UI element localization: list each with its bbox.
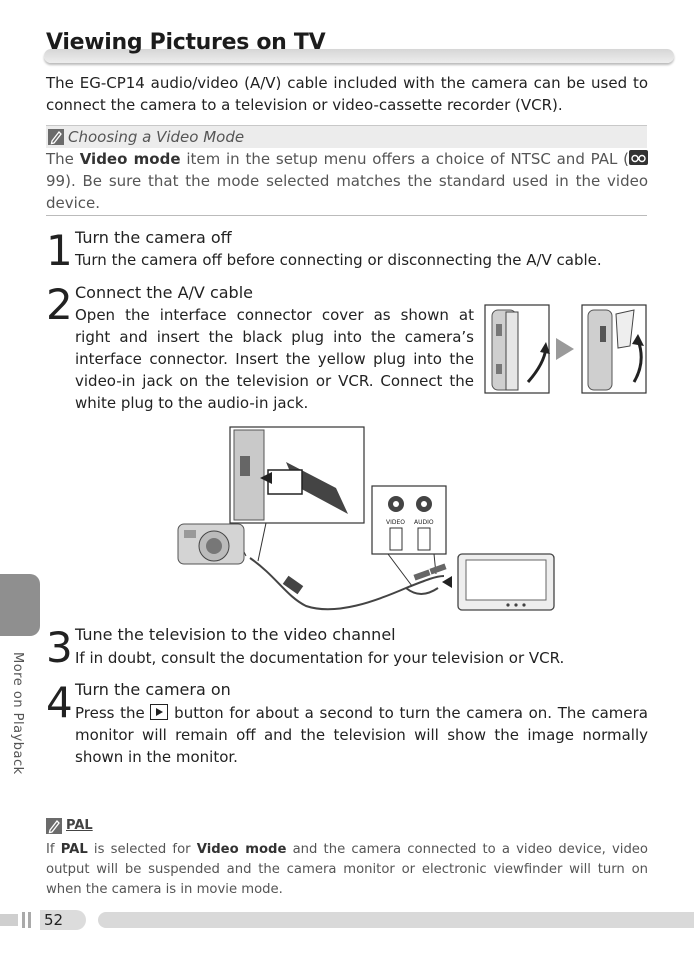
- pal-note-body: If PAL is selected for Video mode and th…: [46, 842, 648, 897]
- page-number-pill: [40, 910, 86, 930]
- step-4-number: 4: [46, 678, 73, 727]
- menu-reference-icon: [629, 150, 648, 165]
- footer-decoration: [0, 912, 31, 928]
- step-4-title: Turn the camera on: [75, 680, 231, 699]
- note-header: Choosing a Video Mode: [46, 125, 647, 148]
- step-4-text: Press the button for about a second to t…: [75, 704, 648, 766]
- side-section-tab: [0, 574, 40, 636]
- note-title: Choosing a Video Mode: [68, 128, 245, 146]
- audio-jack-label: AUDIO: [414, 519, 434, 526]
- connector-cover-illustration: [484, 304, 647, 394]
- step-3-number: 3: [46, 623, 73, 672]
- note-body: The Video mode item in the setup menu of…: [46, 150, 648, 212]
- step-2-number: 2: [46, 280, 73, 329]
- pencil-note-icon: [46, 818, 62, 834]
- playback-button-icon: [150, 704, 169, 720]
- title-underline-bar: [44, 49, 674, 63]
- step-3-text: If in doubt, consult the documentation f…: [75, 649, 565, 667]
- step-1-title: Turn the camera off: [75, 228, 232, 247]
- step-2-text: Open the interface connector cover as sh…: [75, 306, 474, 412]
- side-section-label: More on Playback: [10, 652, 25, 775]
- note-divider: [46, 215, 647, 216]
- pencil-note-icon: [48, 129, 64, 145]
- reference-page: 99: [46, 172, 66, 190]
- step-3-title: Tune the television to the video channel: [75, 625, 396, 644]
- page-number: 52: [44, 911, 64, 929]
- video-mode-term: Video mode: [79, 150, 181, 168]
- step-2-title: Connect the A/V cable: [75, 283, 253, 302]
- av-cable-connection-illustration: VIDEO AUDIO: [177, 426, 555, 611]
- video-jack-label: VIDEO: [386, 519, 405, 526]
- step-1-number: 1: [46, 226, 73, 275]
- pal-note-header: PAL: [46, 816, 93, 836]
- footer-bar: [98, 912, 694, 928]
- page-title: Viewing Pictures on TV: [46, 30, 326, 55]
- pal-note-title: PAL: [66, 818, 93, 833]
- intro-paragraph: The EG-CP14 audio/video (A/V) cable incl…: [46, 74, 648, 114]
- step-1-text: Turn the camera off before connecting or…: [75, 251, 602, 269]
